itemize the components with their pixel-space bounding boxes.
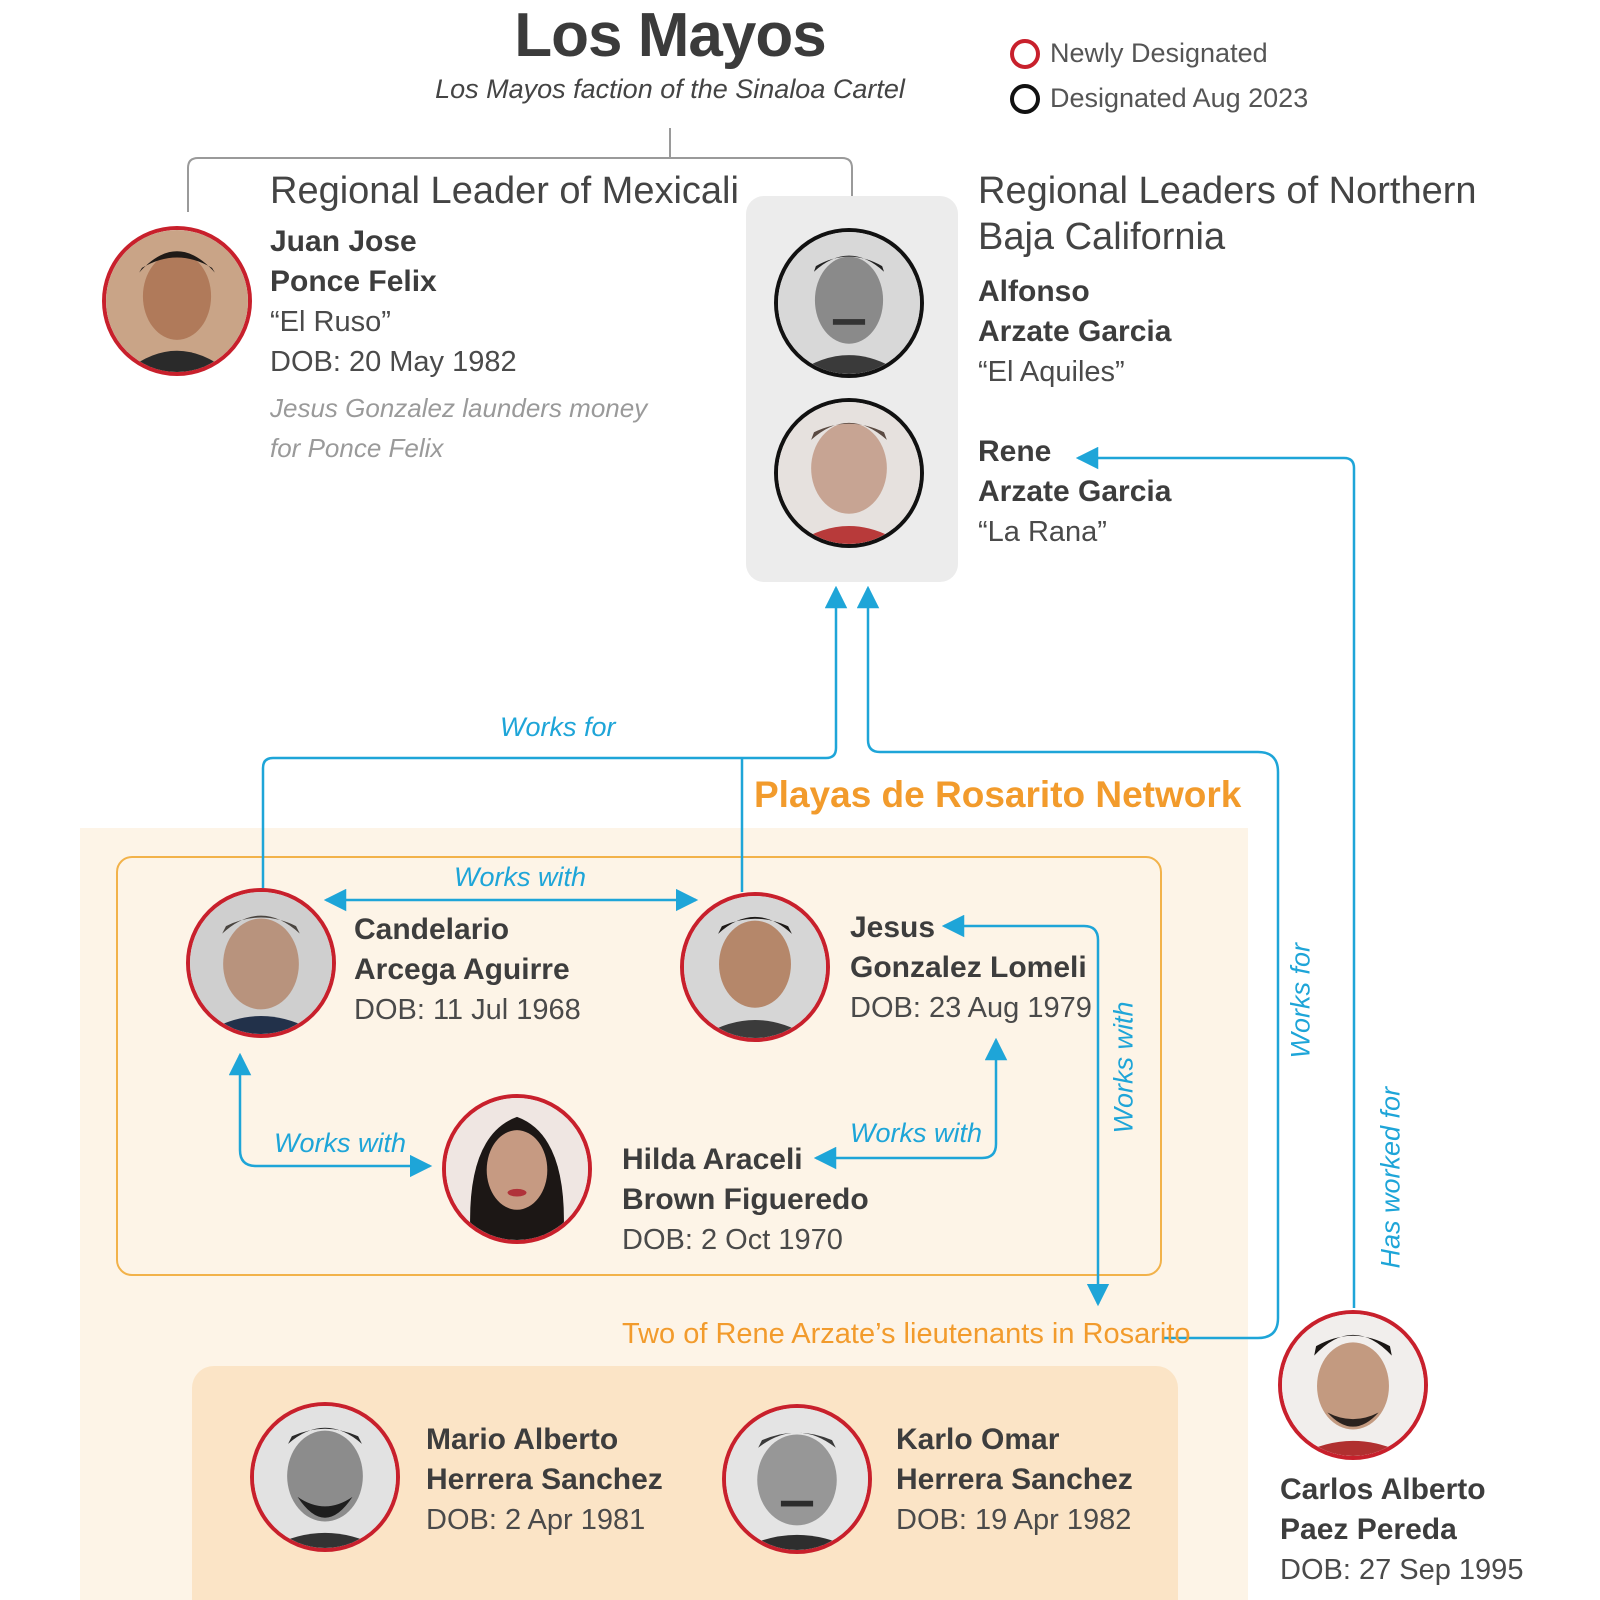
portrait-jesus-gonzalez — [680, 892, 830, 1042]
person-name: Arzate Garcia — [978, 315, 1172, 348]
black-ring-icon — [1010, 83, 1040, 114]
page-subtitle: Los Mayos faction of the Sinaloa Cartel — [435, 74, 905, 104]
ponce-felix-card: Juan Jose Ponce Felix “El Ruso” DOB: 20 … — [270, 222, 647, 468]
portrait-karlo-herrera — [722, 1404, 872, 1554]
person-name: Ponce Felix — [270, 265, 437, 298]
person-dob: DOB: 19 Apr 1982 — [896, 1504, 1132, 1536]
mexicali-heading: Regional Leader of Mexicali — [270, 170, 739, 212]
person-name: Alfonso — [978, 275, 1090, 308]
karlo-herrera-card: Karlo Omar Herrera Sanchez DOB: 19 Apr 1… — [896, 1420, 1133, 1540]
arrow-lieutenants-works-for — [856, 585, 1280, 1340]
mario-herrera-card: Mario Alberto Herrera Sanchez DOB: 2 Apr… — [426, 1420, 663, 1540]
person-dob: DOB: 2 Oct 1970 — [622, 1224, 843, 1256]
northern-heading: Regional Leaders of Northern Baja Califo… — [978, 168, 1477, 260]
person-name: Arcega Aguirre — [354, 953, 570, 986]
person-alias: “El Ruso” — [270, 306, 391, 338]
person-name: Candelario — [354, 913, 510, 946]
person-name: Jesus — [850, 911, 936, 944]
person-name: Herrera Sanchez — [426, 1463, 663, 1496]
legend-aug2023-label: Designated Aug 2023 — [1050, 83, 1309, 113]
person-name: Carlos Alberto — [1280, 1473, 1486, 1506]
person-alias: “La Rana” — [978, 516, 1107, 548]
person-name: Hilda Araceli — [622, 1143, 803, 1176]
northern-heading-line: Regional Leaders of Northern — [978, 170, 1477, 212]
legend: Newly Designated Designated Aug 2023 — [1010, 38, 1308, 114]
legend-newly-label: Newly Designated — [1050, 38, 1268, 68]
label-works-with: Works with — [274, 1128, 407, 1158]
label-works-for: Works for — [500, 712, 616, 742]
label-has-worked-for-vertical: Has worked for — [1375, 1086, 1406, 1269]
person-name: Brown Figueredo — [622, 1183, 869, 1216]
label-works-for-vertical: Works for — [1285, 942, 1316, 1059]
lieutenants-label: Two of Rene Arzate’s lieutenants in Rosa… — [622, 1318, 1191, 1350]
red-ring-icon — [1010, 38, 1040, 69]
arrow-jesus-lieutenants — [941, 914, 1110, 1307]
person-name: Gonzalez Lomeli — [850, 951, 1087, 984]
jesus-gonzalez-card: Jesus Gonzalez Lomeli DOB: 23 Aug 1979 — [850, 908, 1092, 1028]
portrait-ponce-felix — [102, 226, 252, 376]
note-line: Jesus Gonzalez launders money — [270, 393, 648, 423]
portrait-carlos-paez — [1278, 1310, 1428, 1460]
label-works-with: Works with — [454, 862, 587, 892]
person-dob: DOB: 23 Aug 1979 — [850, 992, 1092, 1024]
person-name: Herrera Sanchez — [896, 1463, 1133, 1496]
alfonso-arzate-card: Alfonso Arzate Garcia “El Aquiles” — [978, 272, 1171, 392]
portrait-hilda-brown — [442, 1094, 592, 1244]
person-dob: DOB: 2 Apr 1981 — [426, 1504, 646, 1536]
person-name: Paez Pereda — [1280, 1513, 1457, 1546]
legend-newly: Newly Designated — [1010, 38, 1308, 69]
person-dob: DOB: 11 Jul 1968 — [354, 994, 581, 1026]
label-works-with: Works with — [850, 1118, 983, 1148]
portrait-candelario — [186, 888, 336, 1038]
person-alias: “El Aquiles” — [978, 356, 1125, 388]
person-dob: DOB: 27 Sep 1995 — [1280, 1554, 1524, 1586]
network-inner-frame — [116, 856, 1162, 1276]
hilda-brown-card: Hilda Araceli Brown Figueredo DOB: 2 Oct… — [622, 1140, 869, 1260]
candelario-card: Candelario Arcega Aguirre DOB: 11 Jul 19… — [354, 910, 581, 1030]
arrow-carlos-has-worked-for — [1075, 446, 1356, 1308]
person-name: Arzate Garcia — [978, 475, 1172, 508]
org-bracket — [187, 157, 853, 212]
person-name: Mario Alberto — [426, 1423, 619, 1456]
rene-arzate-card: Rene Arzate Garcia “La Rana” — [978, 432, 1171, 552]
northern-heading-line: Baja California — [978, 216, 1226, 258]
note-line: for Ponce Felix — [270, 433, 444, 463]
network-title: Playas de Rosarito Network — [754, 774, 1242, 815]
person-name: Karlo Omar — [896, 1423, 1060, 1456]
portrait-mario-herrera — [250, 1402, 400, 1552]
legend-aug2023: Designated Aug 2023 — [1010, 83, 1308, 114]
person-dob: DOB: 20 May 1982 — [270, 346, 517, 378]
page-title: Los Mayos — [514, 1, 826, 70]
arrow-candelario-works-for — [261, 585, 848, 888]
portrait-rene-arzate — [774, 398, 924, 548]
carlos-paez-card: Carlos Alberto Paez Pereda DOB: 27 Sep 1… — [1280, 1470, 1523, 1590]
person-name: Juan Jose — [270, 225, 417, 258]
person-name: Rene — [978, 435, 1052, 468]
arrow-candelario-hilda — [228, 1052, 433, 1178]
label-works-with-vertical: Works with — [1108, 1001, 1139, 1134]
portrait-alfonso-arzate — [774, 228, 924, 378]
